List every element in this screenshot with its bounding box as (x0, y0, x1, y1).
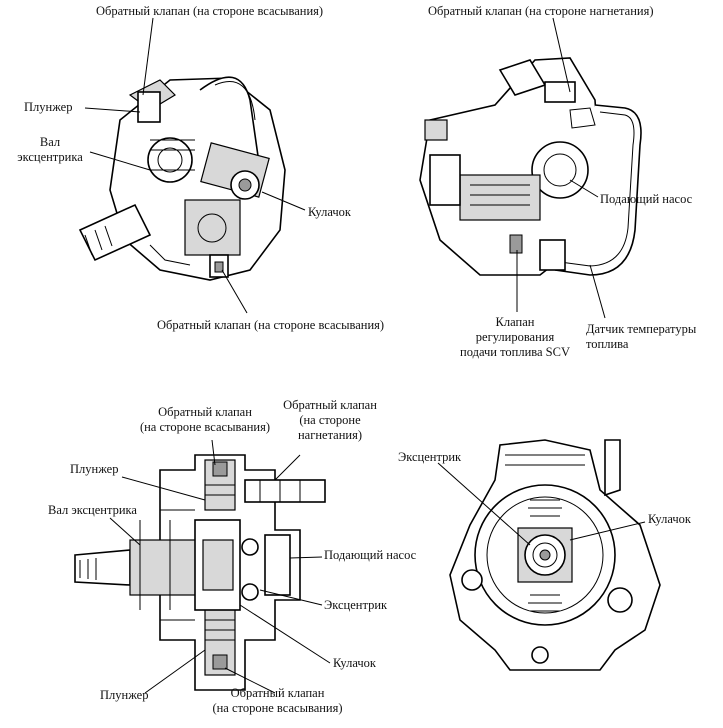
label-check-valve-discharge: Обратный клапан (на стороне нагнетания) (428, 4, 654, 18)
label-line: регулирования (475, 330, 555, 344)
label-feed-pump-top-right: Подающий насос (600, 192, 693, 206)
label-line: подачи топлива SCV (460, 345, 570, 359)
leaders-bottom-left (109, 439, 331, 694)
label-check-valve-suction-bottom: Обратный клапан (на стороне всасывания) (157, 318, 385, 332)
label-plunger-top-left: Плунжер (24, 100, 73, 114)
label-line: (на стороне (299, 413, 361, 427)
label-fuel-temp-sensor: Датчик температуры топлива (586, 322, 696, 352)
label-check-valve-suction-top: Обратный клапан (на стороне всасывания) (96, 4, 324, 18)
label-line: Вал (39, 135, 61, 149)
label-line: Клапан (495, 315, 535, 329)
leaders-top-left (84, 17, 306, 314)
label-line: (на стороне всасывания) (212, 701, 343, 715)
label-plunger-section-bottom: Плунжер (100, 688, 149, 702)
label-line: Обратный клапан (230, 686, 325, 700)
label-line: Обратный клапан (158, 405, 252, 419)
label-line: Датчик температуры (586, 322, 697, 336)
label-line: эксцентрика (17, 150, 83, 164)
label-cam-end-view: Кулачок (648, 512, 691, 526)
label-eccentric-shaft-top-left: Вал эксцентрика (10, 135, 90, 165)
label-cam-top-left: Кулачок (308, 205, 351, 219)
label-feed-pump-section: Подающий насос (324, 548, 417, 562)
label-eccentric-section: Эксцентрик (324, 598, 388, 612)
pump-cross-section (74, 454, 326, 691)
label-check-valve-suction-section: Обратный клапан (на стороне всасывания) (120, 405, 290, 435)
label-eccentric-end-view: Эксцентрик (398, 450, 462, 464)
label-line: (на стороне всасывания) (139, 420, 271, 434)
label-line: топлива (586, 337, 629, 351)
pump-end-view (449, 439, 661, 671)
label-eccentric-shaft-section: Вал эксцентрика (48, 503, 137, 517)
label-check-valve-discharge-section: Обратный клапан (на стороне нагнетания) (270, 398, 390, 443)
label-plunger-section-top: Плунжер (70, 462, 119, 476)
pump-view-top-left (78, 76, 286, 281)
label-line: Обратный клапан (283, 398, 377, 412)
label-check-valve-suction-section-bottom: Обратный клапан (на стороне всасывания) (195, 686, 360, 716)
pump-view-top-right (419, 57, 642, 276)
label-cam-section: Кулачок (333, 656, 376, 670)
label-scv-valve: Клапан регулирования подачи топлива SCV (440, 315, 590, 360)
leaders-top-right (516, 17, 606, 319)
label-line: нагнетания) (297, 428, 363, 442)
leaders-bottom-right (437, 462, 646, 546)
